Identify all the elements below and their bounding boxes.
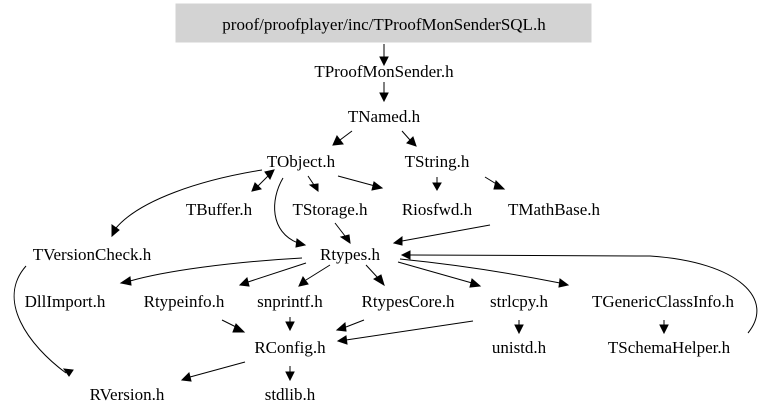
edge-storage-to-rtypes: [334, 222, 346, 237]
arrow-rtypes-to-strlcpy: [469, 278, 482, 288]
arrow-rtypescore-to-rconfig: [335, 322, 347, 332]
edge-rtypes-to-genericclassinfo: [399, 258, 561, 284]
edge-rtypes-to-rtypeinfo: [247, 262, 307, 283]
arrow-object-to-rtypes: [295, 238, 307, 248]
edge-object-to-riosfwd: [337, 175, 376, 187]
arrow-object-to-storage: [308, 183, 319, 192]
edge-object-to-versioncheck: [115, 169, 263, 229]
edge-mathbase-to-rtypes: [401, 224, 491, 242]
edge-named-to-string: [401, 130, 411, 141]
node-rtypeinfo[interactable]: Rtypeinfo.h: [144, 292, 225, 311]
root-node[interactable]: proof/proofplayer/inc/TProofMonSenderSQL…: [175, 3, 592, 43]
arrow-storage-to-rtypes: [339, 234, 351, 245]
node-unistd[interactable]: unistd.h: [492, 338, 547, 357]
edge-object-to-buffer: [257, 175, 269, 187]
node-stdlib[interactable]: stdlib.h: [265, 385, 316, 404]
node-tschemahelper[interactable]: TSchemaHelper.h: [608, 338, 731, 357]
arrow-string-to-mathbase: [493, 180, 506, 190]
node-tstorage[interactable]: TStorage.h: [292, 200, 368, 219]
node-rversion[interactable]: RVersion.h: [90, 385, 165, 404]
edge-object-to-rtypes: [274, 177, 299, 244]
node-dllimport[interactable]: DllImport.h: [25, 292, 106, 311]
node-rtypescore[interactable]: RtypesCore.h: [361, 292, 455, 311]
node-strlcpy[interactable]: strlcpy.h: [490, 292, 548, 311]
node-rtypes[interactable]: Rtypes.h: [320, 245, 380, 264]
edge-rtypes-to-strlcpy: [397, 261, 473, 284]
edge-schemahelper-to-rtypes: [409, 254, 758, 334]
node-tstring[interactable]: TString.h: [405, 152, 470, 171]
edge-rtypes-to-snprintf: [305, 264, 331, 281]
edge-versioncheck-to-rversion: [13, 265, 67, 374]
edge-rtypescore-to-rconfig: [345, 319, 365, 328]
edge-rconfig-to-rversion: [189, 361, 246, 378]
arrow-buffer-to-object: [264, 169, 275, 181]
arrow-rtypes-to-dllimport: [119, 276, 132, 286]
arrow-genericclassinfo-to-schemahelper: [659, 324, 669, 335]
arrow-rconfig-to-stdlib: [285, 371, 295, 382]
arrow-versioncheck-to-rversion: [62, 368, 74, 377]
arrow-sender-to-named: [379, 92, 389, 103]
nodes: TProofMonSender.h TNamed.h TObject.h TSt…: [25, 62, 735, 404]
arrow-schemahelper-to-rtypes: [400, 250, 411, 260]
arrow-snprintf-to-rconfig: [285, 321, 295, 332]
arrow-string-to-riosfwd: [432, 182, 442, 192]
node-tversioncheck[interactable]: TVersionCheck.h: [33, 245, 152, 264]
node-tnamed[interactable]: TNamed.h: [348, 107, 421, 126]
arrow-named-to-string: [406, 136, 417, 147]
arrow-strlcpy-to-unistd: [514, 324, 524, 335]
arrow-mathbase-to-rtypes: [392, 236, 403, 246]
arrow-object-to-versioncheck: [111, 224, 120, 238]
node-tbuffer[interactable]: TBuffer.h: [186, 200, 253, 219]
arrow-strlcpy-to-rconfig: [336, 335, 348, 345]
arrow-rtypeinfo-to-rconfig: [232, 323, 246, 333]
arrow-rtypes-to-rtypeinfo: [238, 277, 250, 287]
root-node-box: [175, 3, 592, 43]
edge-rtypes-to-dllimport: [129, 257, 303, 282]
arrow-named-to-object: [332, 135, 344, 146]
arrow-root-to-sender: [379, 56, 389, 67]
arrow-object-to-buffer: [251, 182, 262, 192]
arrow-rtypes-to-rtypescore: [373, 274, 385, 287]
node-tproofmonsender[interactable]: TProofMonSender.h: [314, 62, 454, 81]
node-rconfig[interactable]: RConfig.h: [254, 338, 326, 357]
node-tobject[interactable]: TObject.h: [267, 152, 336, 171]
node-riosfwd[interactable]: Riosfwd.h: [402, 200, 473, 219]
edge-named-to-object: [339, 130, 353, 141]
arrow-rtypes-to-snprintf: [298, 275, 309, 287]
arrow-object-to-riosfwd: [371, 181, 384, 191]
node-tgenericclassinfo[interactable]: TGenericClassInfo.h: [592, 292, 735, 311]
edge-object-to-storage: [307, 175, 315, 186]
root-node-label: proof/proofplayer/inc/TProofMonSenderSQL…: [222, 15, 546, 34]
edges: [13, 44, 758, 382]
node-snprintf[interactable]: snprintf.h: [257, 292, 323, 311]
arrow-rconfig-to-rversion: [180, 372, 192, 382]
edge-strlcpy-to-rconfig: [345, 320, 474, 341]
edge-rtypes-to-rtypescore: [365, 264, 379, 279]
node-tmathbase[interactable]: TMathBase.h: [508, 200, 601, 219]
arrow-rtypes-to-genericclassinfo: [558, 278, 570, 288]
